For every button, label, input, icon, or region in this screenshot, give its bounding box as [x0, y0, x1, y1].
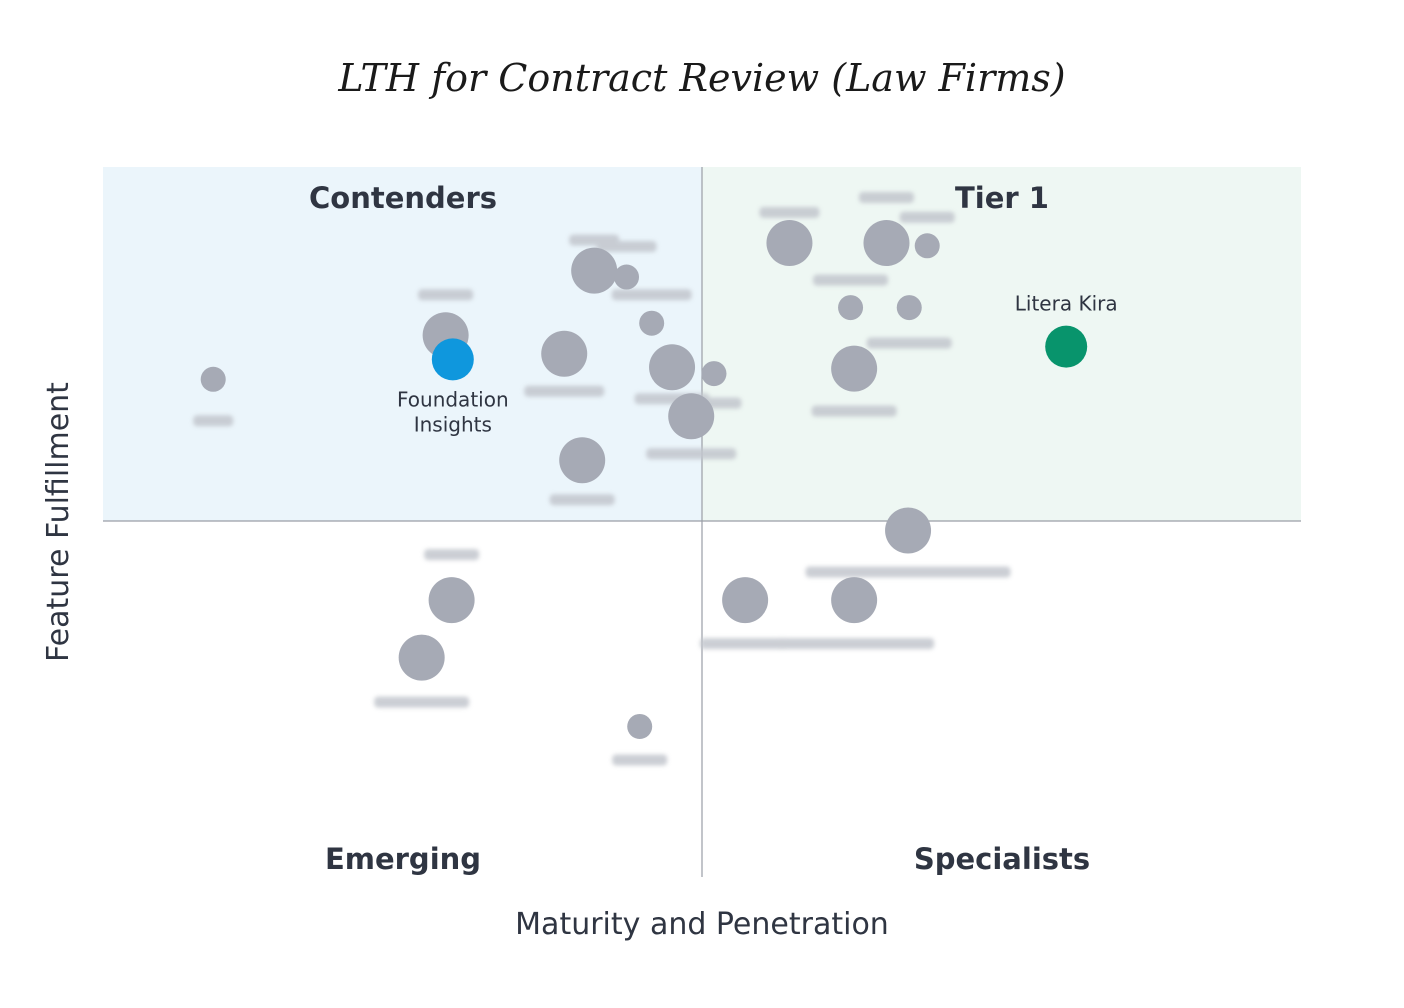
highlight-point-foundation-insights	[431, 338, 474, 381]
data-point	[668, 393, 715, 440]
x-axis-label: Maturity and Penetration	[515, 907, 889, 942]
contenders-quadrant-bg	[103, 167, 702, 521]
blurred-point-label	[899, 211, 955, 223]
data-point	[571, 247, 618, 294]
blurred-point-label	[524, 385, 605, 397]
data-point	[831, 577, 878, 624]
quadrant-label-emerging: Emerging	[325, 842, 481, 876]
data-point	[863, 219, 910, 266]
data-point	[766, 219, 813, 266]
blurred-point-label	[813, 274, 889, 286]
data-point	[541, 330, 588, 377]
data-point	[838, 295, 864, 321]
blurred-point-label	[374, 696, 470, 708]
data-point	[398, 634, 445, 681]
blurred-point-label	[700, 638, 791, 650]
blurred-point-label	[611, 289, 692, 301]
data-point	[627, 713, 653, 739]
data-point	[885, 507, 932, 554]
blurred-point-label	[418, 289, 474, 301]
point-label: Litera Kira	[1015, 292, 1118, 316]
blurred-point-label	[866, 337, 952, 349]
data-point	[896, 295, 922, 321]
data-point	[701, 361, 727, 387]
data-point	[614, 264, 640, 290]
data-point	[831, 345, 878, 392]
blurred-point-label	[596, 241, 657, 253]
highlight-point-litera-kira	[1045, 325, 1088, 368]
blurred-point-label	[774, 638, 935, 650]
chart-title: LTH for Contract Review (Law Firms)	[338, 56, 1066, 100]
quadrant-label-contenders: Contenders	[309, 181, 497, 215]
blurred-point-label	[811, 405, 897, 417]
data-point	[914, 233, 940, 259]
blurred-point-label	[646, 448, 737, 460]
y-axis-label: Feature Fulfillment	[41, 382, 76, 662]
blurred-point-label	[424, 549, 480, 561]
blurred-point-label	[549, 494, 615, 506]
quadrant-label-tier1: Tier 1	[955, 181, 1049, 215]
quadrant-label-specialists: Specialists	[914, 842, 1090, 876]
data-point	[200, 366, 226, 392]
data-point	[428, 577, 475, 624]
data-point	[559, 437, 606, 484]
blurred-labels	[193, 191, 1011, 766]
blurred-point-label	[193, 415, 234, 427]
data-point	[639, 310, 665, 336]
blurred-point-label	[612, 754, 668, 766]
data-point	[649, 344, 696, 391]
blurred-point-label	[805, 566, 1011, 578]
data-point	[722, 577, 769, 624]
blurred-point-label	[858, 191, 914, 203]
blurred-point-label	[759, 206, 820, 218]
